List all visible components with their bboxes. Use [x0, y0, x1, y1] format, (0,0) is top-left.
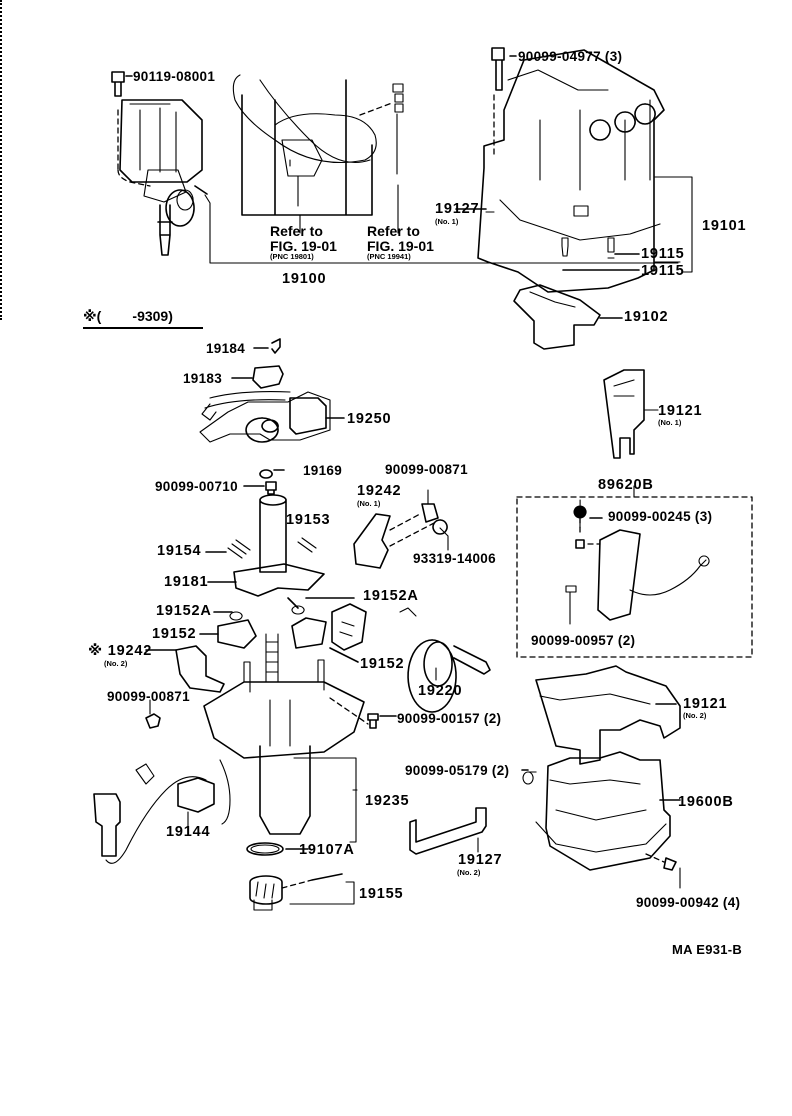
figure-code: MA E931-B	[672, 942, 743, 957]
wiring-harness-drawing	[232, 74, 404, 234]
part-label-90099-00942[interactable]: 90099-00942 (4)	[636, 895, 741, 910]
applicability-symbol: ※	[83, 308, 97, 324]
gear-and-oring-drawing	[246, 842, 355, 911]
part-label-19121-no2[interactable]: 19121	[683, 696, 728, 712]
part-label-19184[interactable]: 19184	[206, 341, 246, 356]
distributor-housing-drawing	[203, 633, 365, 843]
rotor-drawing	[513, 284, 601, 350]
housing-fasteners-drawing	[145, 697, 379, 729]
applicability-symbol: ※	[88, 643, 103, 659]
reference-note-pnc-19801[interactable]: Refer to FIG. 19-01 (PNC 19801)	[270, 224, 337, 261]
part-sublabel-19127-no2: (No. 2)	[457, 868, 481, 877]
part-label-19183[interactable]: 19183	[183, 371, 223, 386]
ignitor-cover-no1-drawing	[603, 369, 659, 459]
part-label-19242-no1[interactable]: 19242	[357, 483, 402, 499]
part-sublabel-19127-no1: (No. 1)	[435, 217, 459, 226]
part-label-19115-a[interactable]: 19115	[641, 246, 685, 262]
part-number: 19242	[107, 643, 153, 659]
condenser-plug-drawing	[93, 759, 231, 864]
reference-line3: (PNC 19801)	[270, 252, 314, 262]
part-label-19242-no2[interactable]: ※ 19242	[88, 644, 152, 659]
applicability-underline	[83, 327, 203, 329]
leader-lines	[125, 55, 681, 850]
applicability-note: ※( -9309)	[83, 308, 203, 329]
part-label-19101[interactable]: 19101	[702, 218, 747, 234]
part-label-19121-no1[interactable]: 19121	[658, 403, 703, 419]
part-label-90119-08001[interactable]: 90119-08001	[133, 69, 216, 84]
part-label-90099-00245[interactable]: 90099-00245 (3)	[608, 509, 713, 524]
part-label-89620B[interactable]: 89620B	[598, 477, 654, 493]
vacuum-advance-drawing	[399, 607, 491, 713]
reference-line2: FIG. 19-01	[270, 237, 337, 254]
reference-line3: (PNC 19941)	[367, 252, 411, 262]
part-sublabel-19242-no1: (No. 1)	[357, 499, 381, 508]
pickup-assembly-drawing	[199, 338, 331, 443]
part-label-93319-14006[interactable]: 93319-14006	[413, 551, 496, 566]
part-label-19250[interactable]: 19250	[347, 411, 392, 427]
distributor-assembly-drawing	[111, 71, 679, 264]
part-label-19600B[interactable]: 19600B	[678, 794, 734, 810]
part-label-19152A-right[interactable]: 19152A	[363, 588, 419, 604]
part-label-19152-left[interactable]: 19152	[152, 626, 197, 642]
part-label-90099-00871-top[interactable]: 90099-00871	[385, 462, 468, 477]
small-fasteners-drawing	[259, 469, 277, 495]
page-margin-perforation	[0, 0, 4, 320]
reference-line1: Refer to	[270, 223, 323, 239]
part-label-19235[interactable]: 19235	[365, 793, 410, 809]
part-label-19152A-left[interactable]: 19152A	[156, 603, 212, 619]
part-label-19107A[interactable]: 19107A	[299, 842, 355, 858]
part-sublabel-19121-no2: (No. 2)	[683, 711, 707, 720]
part-sublabel-19121-no1: (No. 1)	[658, 418, 682, 427]
part-label-19144[interactable]: 19144	[166, 824, 211, 840]
bracket-rod-no2-drawing	[409, 807, 487, 855]
part-label-19102[interactable]: 19102	[624, 309, 669, 325]
part-label-19127-no2[interactable]: 19127	[458, 852, 503, 868]
ignitor-cover-no2-drawing	[535, 665, 681, 765]
reference-line2: FIG. 19-01	[367, 237, 434, 254]
part-label-90099-00957[interactable]: 90099-00957 (2)	[531, 633, 636, 648]
part-label-19169[interactable]: 19169	[303, 463, 343, 478]
bracket-no1-drawing	[353, 489, 449, 569]
part-label-19220[interactable]: 19220	[418, 683, 463, 699]
part-label-90099-05179[interactable]: 90099-05179 (2)	[405, 763, 510, 778]
bracket-no2-drawing	[175, 645, 225, 693]
governor-shaft-drawing	[217, 494, 327, 649]
part-label-90099-00157[interactable]: 90099-00157 (2)	[397, 711, 502, 726]
part-sublabel-19242-no2: (No. 2)	[104, 659, 128, 668]
part-label-19153[interactable]: 19153	[286, 512, 331, 528]
part-label-19100[interactable]: 19100	[282, 271, 327, 287]
part-label-19127-no1[interactable]: 19127	[435, 201, 480, 217]
ignitor-kit-box	[516, 485, 753, 658]
applicability-range: ( -9309)	[96, 308, 173, 324]
part-label-19181[interactable]: 19181	[164, 574, 209, 590]
part-label-19115-b[interactable]: 19115	[641, 263, 685, 279]
part-label-19154[interactable]: 19154	[157, 543, 202, 559]
distributor-cap-drawing	[477, 47, 693, 293]
reference-line1: Refer to	[367, 223, 420, 239]
part-label-19152-right[interactable]: 19152	[360, 656, 405, 672]
connector-drawing	[331, 603, 367, 651]
part-label-90099-04977[interactable]: 90099-04977 (3)	[518, 49, 623, 64]
reference-note-pnc-19941[interactable]: Refer to FIG. 19-01 (PNC 19941)	[367, 224, 434, 261]
part-label-90099-00871-bottom[interactable]: 90099-00871	[107, 689, 190, 704]
part-label-19155[interactable]: 19155	[359, 886, 404, 902]
part-label-90099-00710[interactable]: 90099-00710	[155, 479, 238, 494]
distributor-base-drawing	[522, 751, 681, 889]
